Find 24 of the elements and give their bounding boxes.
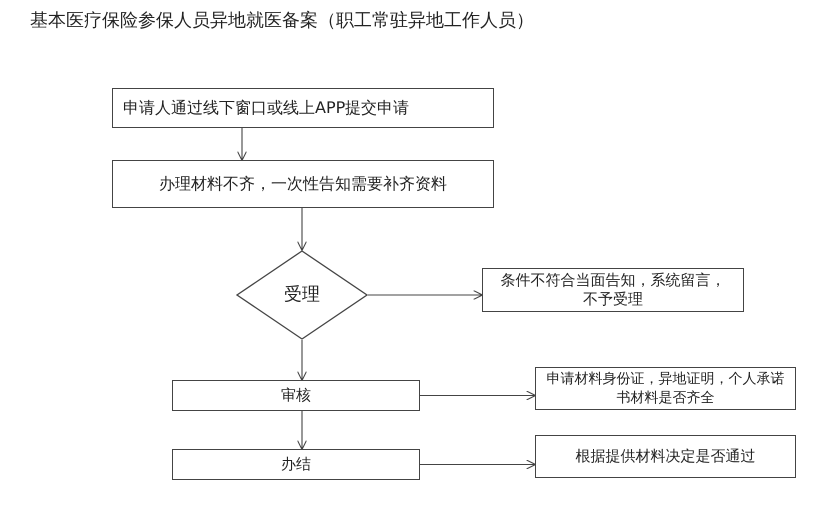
decision-diamond [236,250,368,340]
title: 基本医疗保险参保人员异地就医备案（职工常驻异地工作人员） [30,9,534,32]
process-box [172,449,420,480]
box-text: 条件不符合当面告知，系统留言，不予受理 [500,270,726,310]
process-box [482,268,744,312]
box-text: 办结 [281,454,311,474]
arrow [368,290,483,300]
box-text: 受理 [284,283,320,307]
arrow [296,411,308,450]
process-box [112,88,494,128]
process-box [172,380,420,411]
box-text: 申请材料身份证，异地证明，个人承诺书材料是否齐全 [546,370,786,407]
process-box [535,435,796,478]
box-text: 办理材料不齐，一次性告知需要补齐资料 [159,174,447,194]
box-text: 申请人通过线下窗口或线上APP提交申请 [123,98,410,118]
arrow [296,340,308,381]
box-text: 审核 [281,386,311,406]
arrow [420,459,536,470]
arrow [420,390,536,401]
box-text: 根据提供材料决定是否通过 [576,446,756,466]
arrow [296,208,308,251]
arrow [236,128,248,161]
process-box [535,367,796,410]
process-box [112,160,494,208]
